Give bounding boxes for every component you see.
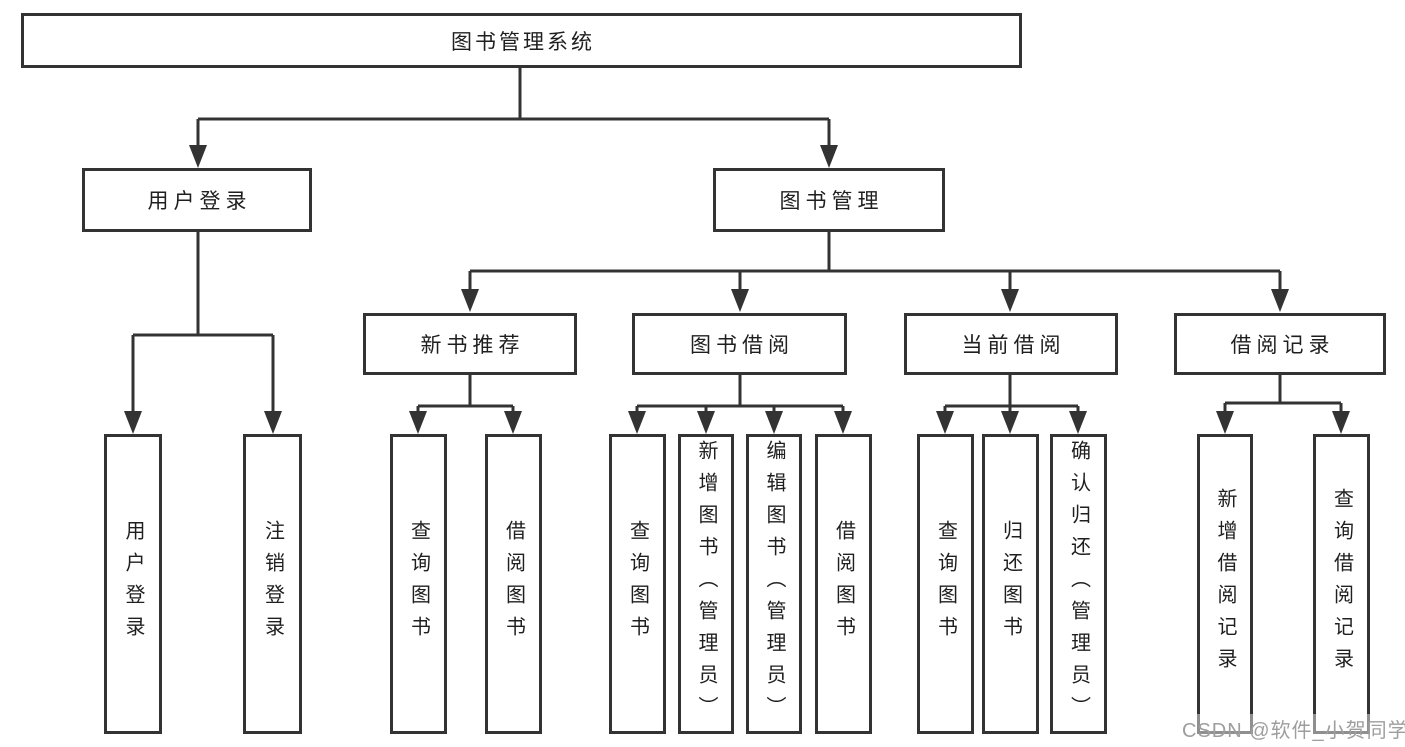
node-book-borrow: 图书借阅: [632, 313, 847, 375]
node-label: 借阅图书: [832, 520, 855, 648]
csdn-watermark: CSDN @软件_小贺同学: [1182, 714, 1405, 743]
node-label: 查询借阅记录: [1330, 488, 1353, 680]
node-label: 注销登录: [261, 520, 284, 648]
leaf-add-books-admin: 新增图书（管理员）: [678, 434, 734, 734]
leaf-confirm-return-admin: 确认归还（管理员）: [1050, 434, 1107, 734]
leaf-return-books: 归还图书: [982, 434, 1039, 734]
node-label: 借阅图书: [502, 520, 525, 648]
node-label: 确认归还（管理员）: [1067, 440, 1090, 728]
node-current-borrow: 当前借阅: [904, 313, 1118, 375]
node-new-book-recommend: 新书推荐: [363, 313, 577, 375]
leaf-query-books-1: 查询图书: [390, 434, 447, 734]
node-library-management-system: 图书管理系统: [21, 13, 1022, 68]
node-label: 当前借阅: [961, 334, 1066, 357]
leaf-logout-login: 注销登录: [243, 434, 302, 734]
arrowhead-icons: [124, 145, 1350, 434]
node-label: 新增借阅记录: [1214, 488, 1236, 680]
node-label: 用户登录: [122, 520, 144, 648]
node-label: 新书推荐: [420, 334, 525, 357]
leaf-query-books-3: 查询图书: [917, 434, 974, 734]
leaf-borrow-books-1: 借阅图书: [485, 434, 542, 734]
leaf-borrow-books-2: 借阅图书: [815, 434, 872, 734]
leaf-add-borrow-record: 新增借阅记录: [1197, 434, 1253, 734]
node-label: 图书管理: [779, 190, 884, 213]
node-borrow-records: 借阅记录: [1174, 313, 1386, 375]
node-book-management: 图书管理: [713, 168, 945, 232]
node-label: 借阅记录: [1230, 334, 1335, 357]
leaf-query-books-2: 查询图书: [609, 434, 666, 734]
leaf-query-borrow-record: 查询借阅记录: [1313, 434, 1370, 734]
node-label: 图书借阅: [690, 334, 794, 357]
node-label: 归还图书: [999, 520, 1022, 648]
node-label: 用户登录: [147, 190, 252, 213]
node-label: 查询图书: [407, 520, 430, 648]
node-label: 查询图书: [934, 520, 957, 648]
node-user-login: 用户登录: [82, 168, 312, 232]
node-label: 图书管理系统: [451, 30, 595, 54]
node-label: 新增图书（管理员）: [695, 440, 717, 728]
node-label: 查询图书: [626, 520, 649, 648]
leaf-edit-books-admin: 编辑图书（管理员）: [746, 434, 802, 734]
node-label: 编辑图书（管理员）: [763, 440, 785, 728]
leaf-user-login: 用户登录: [104, 434, 162, 734]
